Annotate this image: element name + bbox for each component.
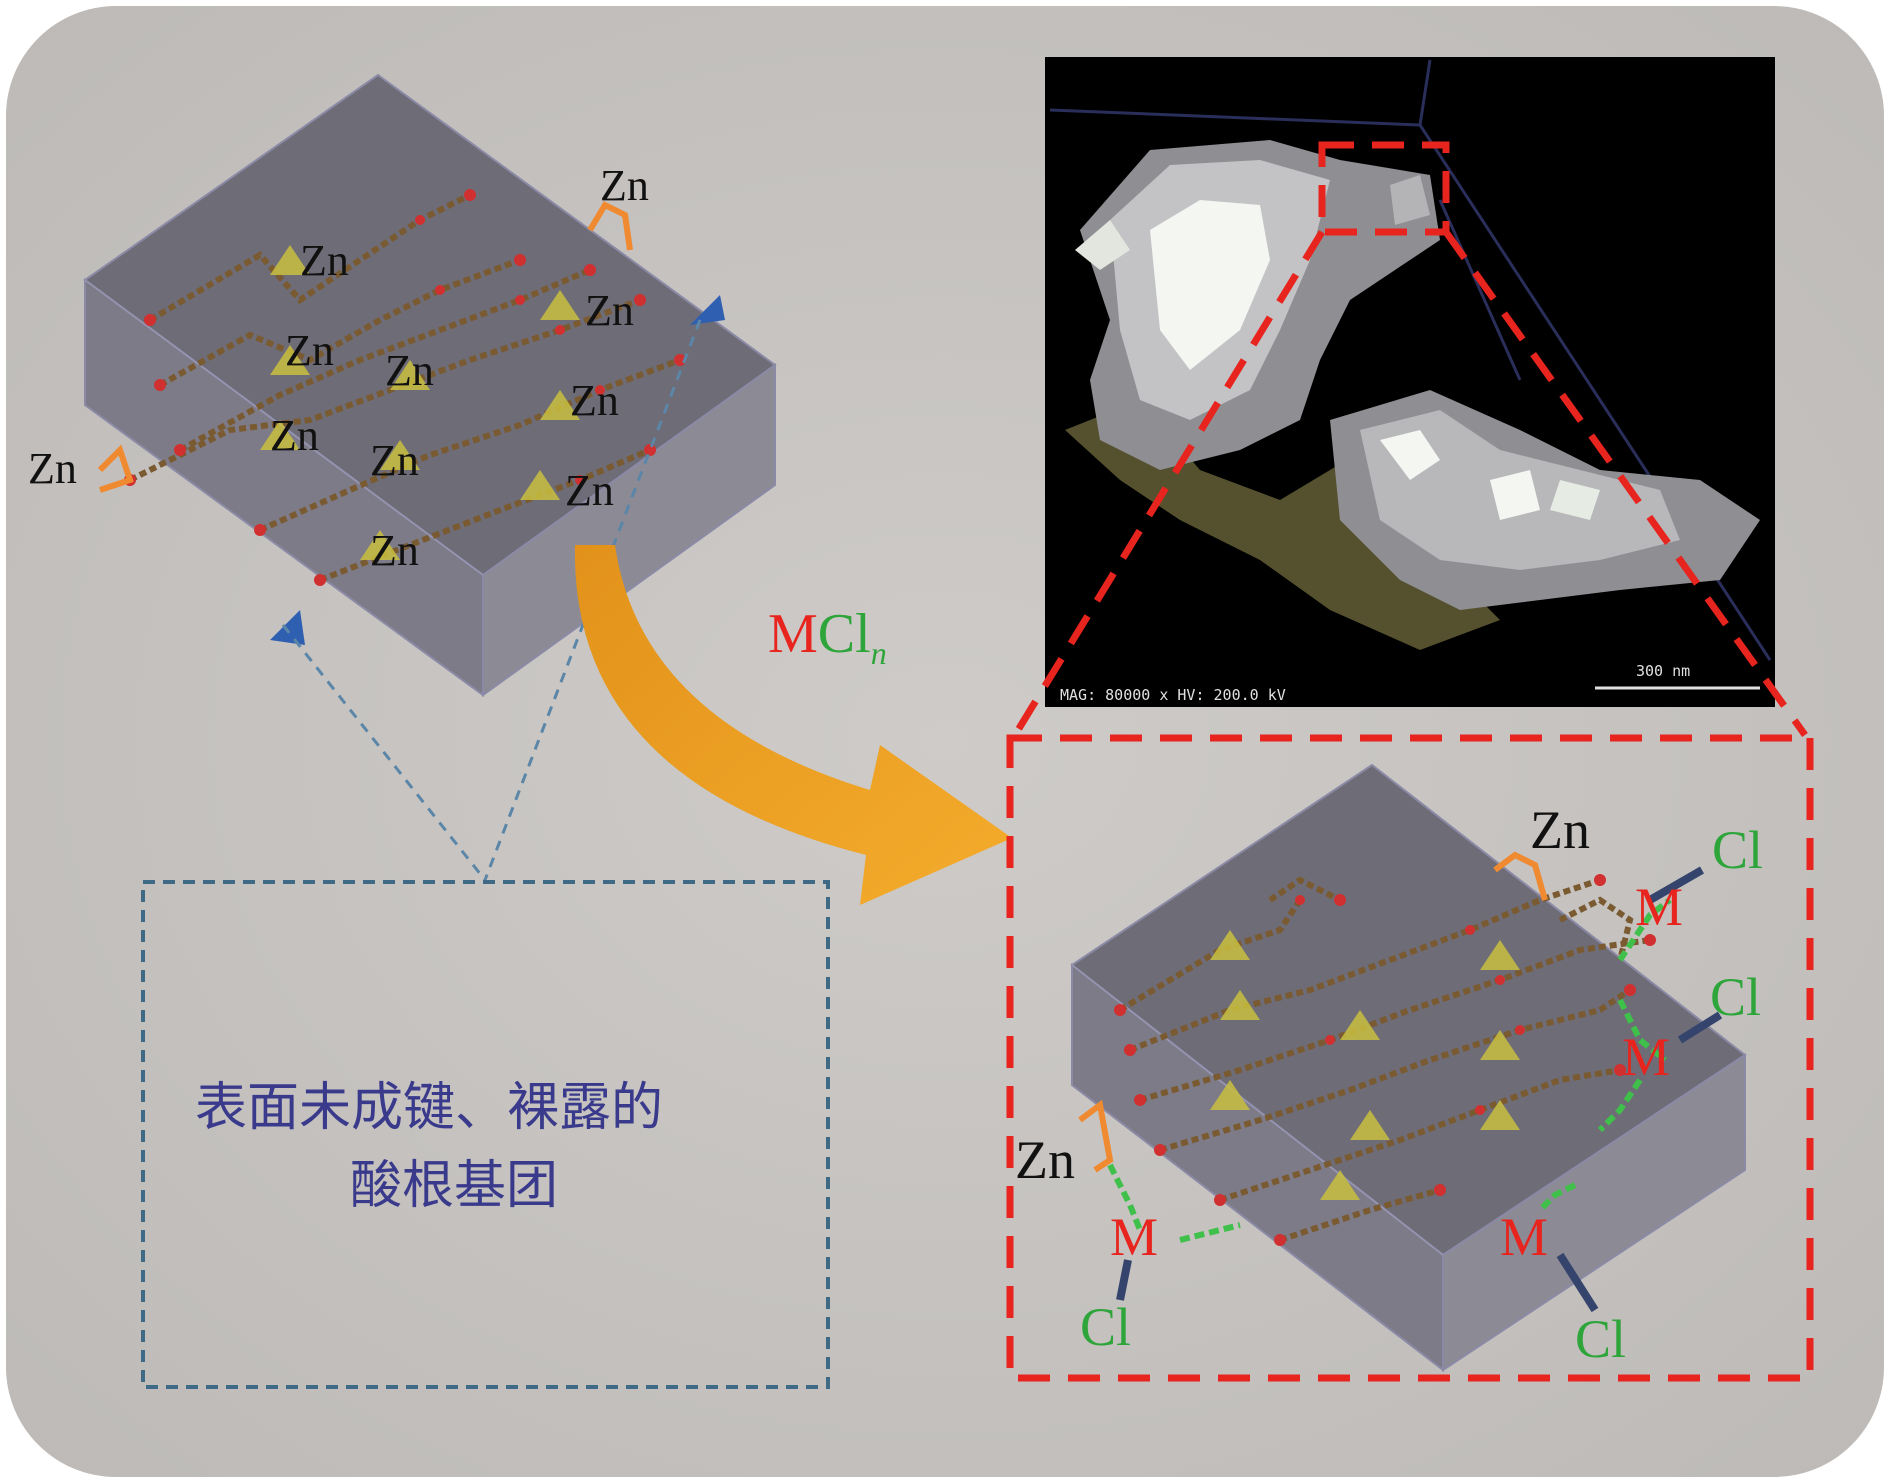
left-zn-label-7: Zn [270,411,319,460]
left-zn-label-8: Zn [370,436,419,485]
sem-image: MAG: 80000 x HV: 200.0 kV 300 nm [1045,57,1775,707]
left-zn-label-6: Zn [570,376,619,425]
sem-info-text: MAG: 80000 x HV: 200.0 kV [1060,686,1286,704]
cl-label-1: Cl [1712,820,1763,880]
reagent-subscript-n: n [871,635,887,671]
sem-scale-text: 300 nm [1636,662,1690,680]
right-zn-label-top: Zn [1530,800,1590,860]
m-label-2: M [1622,1027,1670,1087]
caption-line-2: 酸根基团 [350,1156,558,1216]
left-zn-label-3: Zn [585,286,634,335]
left-zn-label-11: Zn [28,444,77,493]
cl-label-2: Cl [1710,967,1761,1027]
left-zn-label-5: Zn [385,346,434,395]
svg-text:MCln: MCln [768,603,887,671]
left-zn-label-10: Zn [370,526,419,575]
left-zn-label-1: Zn [600,161,649,210]
left-zn-label-9: Zn [565,466,614,515]
reagent-m: M [768,603,818,665]
left-zn-label-4: Zn [285,326,334,375]
cl-label-3: Cl [1575,1309,1626,1369]
m-label-3: M [1500,1207,1548,1267]
left-zn-label-2: Zn [300,236,349,285]
m-label-4: M [1110,1207,1158,1267]
m-label-1: M [1635,877,1683,937]
cl-label-4: Cl [1080,1297,1131,1357]
caption-line-1: 表面未成键、裸露的 [195,1078,663,1138]
reagent-label: MCln [768,603,887,671]
right-zn-label-left: Zn [1015,1130,1075,1190]
reagent-cl: Cl [818,603,871,665]
